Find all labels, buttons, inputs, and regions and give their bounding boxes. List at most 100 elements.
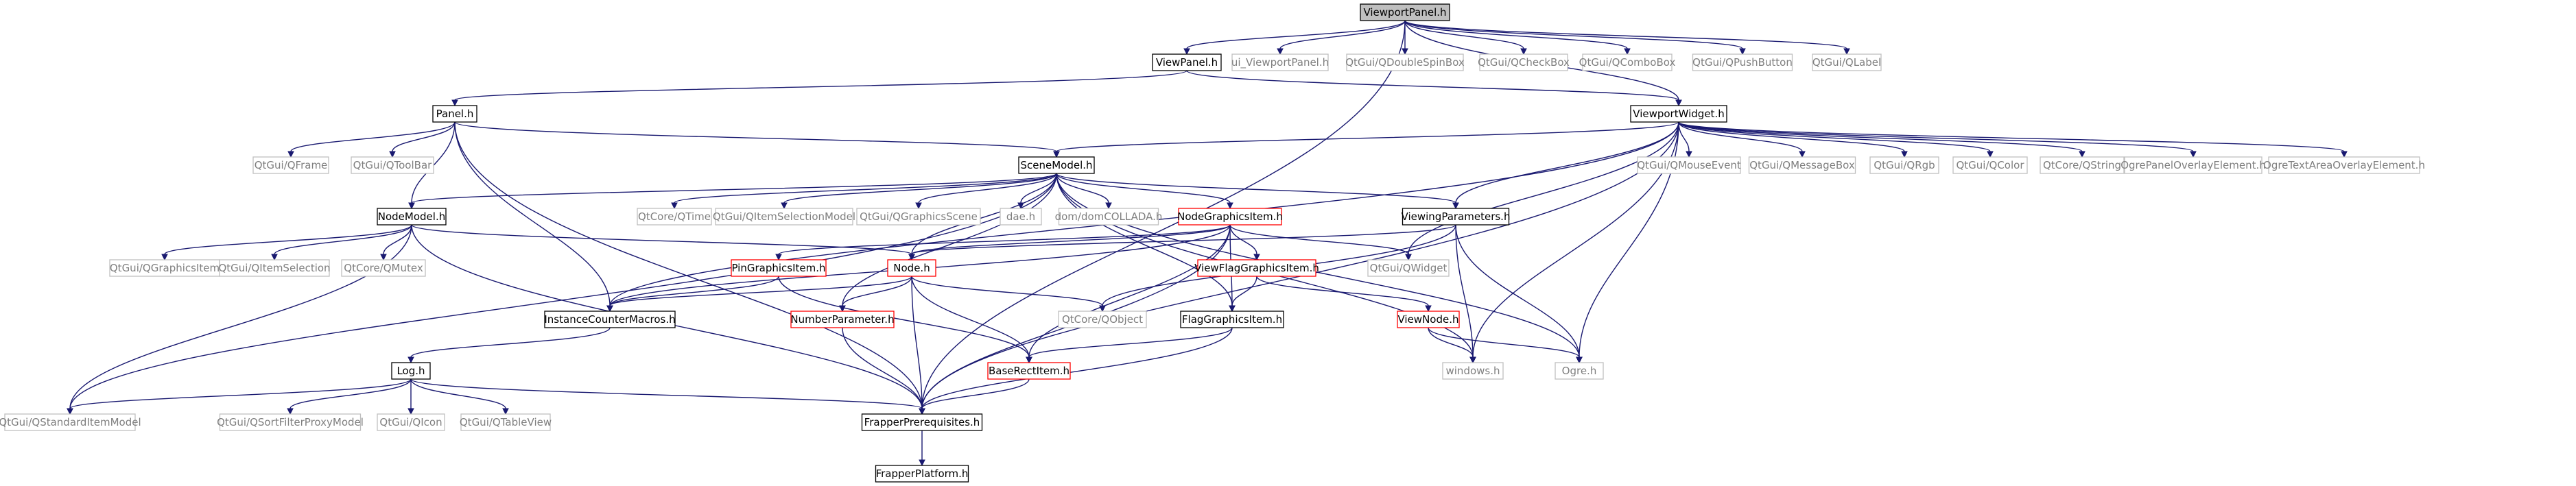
node-domcollada[interactable]: dom/domCOLLADA.h <box>1055 208 1163 226</box>
node-qrgb[interactable]: QtGui/QRgb <box>1869 156 1939 174</box>
node-qstring[interactable]: QtCore/QString <box>2040 156 2125 174</box>
node-box[interactable] <box>987 362 1071 380</box>
node-viewpanel[interactable]: ViewPanel.h <box>1152 53 1222 71</box>
node-box[interactable] <box>1000 208 1042 226</box>
node-qmessagebox[interactable]: QtGui/QMessageBox <box>1748 156 1856 174</box>
node-instancecountermacros[interactable]: InstanceCounterMacros.h <box>544 311 676 328</box>
node-box[interactable] <box>715 208 853 226</box>
node-qmutex[interactable]: QtCore/QMutex <box>341 259 426 277</box>
node-box[interactable] <box>1231 53 1329 71</box>
node-box[interactable] <box>1555 362 1604 380</box>
node-qpushbutton[interactable]: QtGui/QPushButton <box>1692 53 1793 71</box>
node-qtableview[interactable]: QtGui/QTableView <box>460 413 552 431</box>
node-frapperprerequisites[interactable]: FrapperPrerequisites.h <box>861 413 983 431</box>
node-box[interactable] <box>391 362 431 380</box>
node-qobject[interactable]: QtCore/QObject <box>1058 311 1147 328</box>
node-box[interactable] <box>4 413 136 431</box>
node-box[interactable] <box>887 259 936 277</box>
node-baserectitem[interactable]: BaseRectItem.h <box>987 362 1071 380</box>
node-qmouseevent[interactable]: QtGui/QMouseEvent <box>1637 156 1741 174</box>
node-flaggraphicsitem[interactable]: FlagGraphicsItem.h <box>1180 311 1284 328</box>
node-windows[interactable]: windows.h <box>1442 362 1504 380</box>
node-qicon[interactable]: QtGui/QIcon <box>377 413 445 431</box>
node-box[interactable] <box>2268 156 2420 174</box>
node-log[interactable]: Log.h <box>391 362 431 380</box>
node-box[interactable] <box>1346 53 1464 71</box>
node-box[interactable] <box>637 208 712 226</box>
node-box[interactable] <box>377 413 445 431</box>
edge-line <box>921 378 1030 409</box>
node-ogretextarea[interactable]: OgreTextAreaOverlayElement.h <box>2263 156 2425 174</box>
node-box[interactable] <box>1018 156 1095 174</box>
node-box[interactable] <box>856 208 981 226</box>
node-qcolor[interactable]: QtGui/QColor <box>1952 156 2028 174</box>
node-qgraphicsscene[interactable]: QtGui/QGraphicsScene <box>856 208 981 226</box>
node-scenemodel[interactable]: SceneModel.h <box>1018 156 1095 174</box>
node-box[interactable] <box>544 311 676 328</box>
node-frapperplatform[interactable]: FrapperPlatform.h <box>875 465 969 483</box>
node-box[interactable] <box>1360 3 1450 21</box>
node-box[interactable] <box>2040 156 2125 174</box>
node-qgraphicsitem[interactable]: QtGui/QGraphicsItem <box>109 259 220 277</box>
node-box[interactable] <box>1397 311 1460 328</box>
node-qlabel[interactable]: QtGui/QLabel <box>1812 53 1882 71</box>
node-qstandarditemmodel[interactable]: QtGui/QStandardItemModel <box>0 413 141 431</box>
node-box[interactable] <box>1058 311 1147 328</box>
node-box[interactable] <box>460 413 551 431</box>
node-box[interactable] <box>1367 259 1450 277</box>
node-box[interactable] <box>1178 208 1282 226</box>
node-qcheckbox[interactable]: QtGui/QCheckBox <box>1478 53 1570 71</box>
node-qwidget[interactable]: QtGui/QWidget <box>1367 259 1450 277</box>
node-box[interactable] <box>1402 208 1510 226</box>
node-box[interactable] <box>1869 156 1939 174</box>
node-ogre[interactable]: Ogre.h <box>1555 362 1604 380</box>
node-box[interactable] <box>1952 156 2028 174</box>
node-box[interactable] <box>875 465 969 483</box>
node-box[interactable] <box>1058 208 1159 226</box>
node-box[interactable] <box>1692 53 1793 71</box>
node-qitemselection[interactable]: QtGui/QItemSelection <box>218 259 331 277</box>
node-nodegraphicsitem[interactable]: NodeGraphicsItem.h <box>1177 208 1283 226</box>
node-viewnode[interactable]: ViewNode.h <box>1397 311 1460 328</box>
node-viewportpanel[interactable]: ViewportPanel.h <box>1360 3 1450 21</box>
node-pingraphicsitem[interactable]: PinGraphicsItem.h <box>731 259 827 277</box>
node-box[interactable] <box>731 259 827 277</box>
node-box[interactable] <box>1152 53 1222 71</box>
node-box[interactable] <box>219 259 330 277</box>
node-qsortfilterproxymodel[interactable]: QtGui/QSortFilterProxyModel <box>217 413 364 431</box>
node-numberparameter[interactable]: NumberParameter.h <box>790 311 895 328</box>
node-qtime[interactable]: QtCore/QTime <box>637 208 712 226</box>
node-dae[interactable]: dae.h <box>1000 208 1042 226</box>
node-box[interactable] <box>432 105 477 123</box>
node-box[interactable] <box>219 413 362 431</box>
node-box[interactable] <box>377 208 447 226</box>
node-box[interactable] <box>1637 156 1741 174</box>
node-box[interactable] <box>1582 53 1673 71</box>
node-qframe[interactable]: QtGui/QFrame <box>252 156 329 174</box>
node-ui_viewportpanel[interactable]: ui_ViewportPanel.h <box>1231 53 1329 71</box>
node-box[interactable] <box>341 259 426 277</box>
node-qcombobox[interactable]: QtGui/QComboBox <box>1579 53 1676 71</box>
node-node[interactable]: Node.h <box>887 259 936 277</box>
node-box[interactable] <box>1479 53 1568 71</box>
node-viewflaggraphicsitem[interactable]: ViewFlagGraphicsItem.h <box>1194 259 1319 277</box>
node-viewportwidget[interactable]: ViewportWidget.h <box>1630 105 1727 123</box>
node-box[interactable] <box>351 156 434 174</box>
node-box[interactable] <box>1630 105 1727 123</box>
node-box[interactable] <box>1197 259 1316 277</box>
node-nodemodel[interactable]: NodeModel.h <box>377 208 447 226</box>
node-box[interactable] <box>1812 53 1882 71</box>
node-qtoolbar[interactable]: QtGui/QToolBar <box>351 156 434 174</box>
node-box[interactable] <box>1748 156 1856 174</box>
node-ogrepaneloverlay[interactable]: OgrePanelOverlayElement.h <box>2120 156 2266 174</box>
node-box[interactable] <box>861 413 983 431</box>
node-box[interactable] <box>252 156 329 174</box>
node-panel[interactable]: Panel.h <box>432 105 477 123</box>
node-box[interactable] <box>1180 311 1284 328</box>
node-box[interactable] <box>1442 362 1504 380</box>
node-qitemselectionmodel[interactable]: QtGui/QItemSelectionModel <box>713 208 855 226</box>
node-box[interactable] <box>2124 156 2262 174</box>
node-viewingparameters[interactable]: ViewingParameters.h <box>1402 208 1511 226</box>
node-qdoublespinbox[interactable]: QtGui/QDoubleSpinBox <box>1345 53 1465 71</box>
node-box[interactable] <box>790 311 895 328</box>
